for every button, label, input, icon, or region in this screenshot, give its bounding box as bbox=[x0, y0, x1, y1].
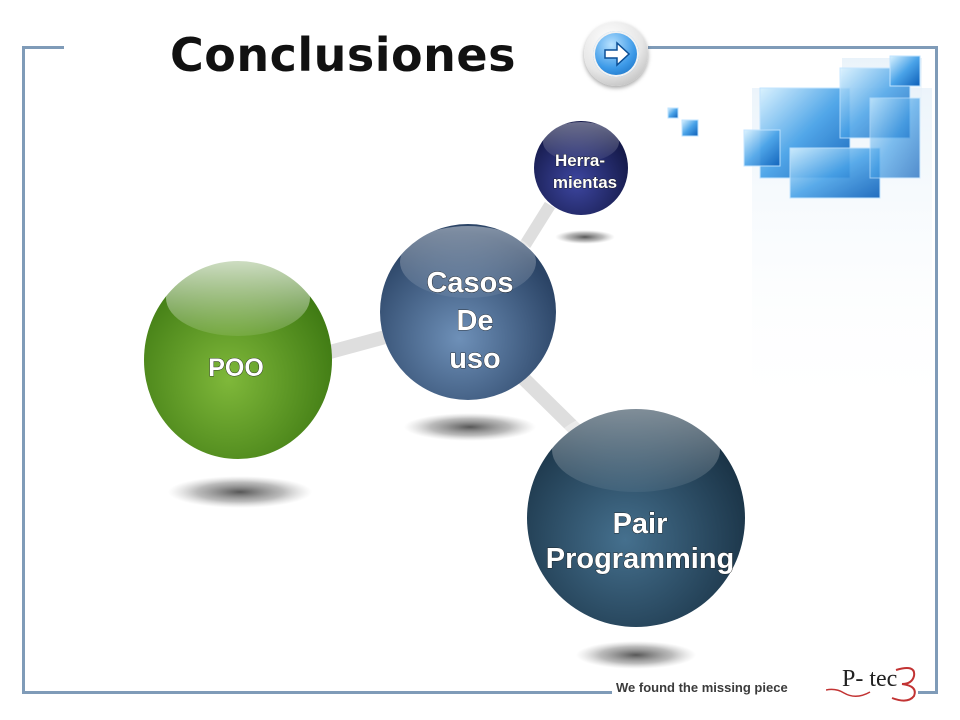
bubble-herramientas[interactable]: Herra- mientas bbox=[534, 121, 628, 215]
decorative-cubes bbox=[667, 55, 932, 428]
frame-bottom bbox=[22, 691, 612, 694]
page-title: Conclusiones bbox=[170, 28, 516, 82]
frame-bottom-right bbox=[918, 691, 938, 694]
poo-shadow bbox=[168, 476, 312, 508]
p-tec-logo: P- tec bbox=[826, 666, 916, 702]
bubble-poo-label-1: POO bbox=[208, 354, 264, 382]
bubble-poo[interactable]: POO bbox=[144, 260, 332, 459]
footer-tagline: We found the missing piece bbox=[616, 680, 788, 695]
casos-shadow bbox=[404, 413, 536, 441]
frame-left bbox=[22, 46, 25, 694]
bubble-casos-label-3: uso bbox=[449, 343, 501, 375]
bubble-pair-programming[interactable]: Pair Programming bbox=[527, 408, 745, 627]
pair-shadow bbox=[576, 641, 696, 669]
frame-top-left bbox=[22, 46, 64, 49]
bubble-casos-de-uso[interactable]: Casos De uso bbox=[380, 224, 556, 400]
bubble-herramientas-label-2: mientas bbox=[553, 173, 617, 192]
frame-right bbox=[935, 46, 938, 694]
logo-text: P- tec bbox=[842, 666, 897, 692]
herramientas-shadow bbox=[555, 230, 615, 244]
frame-top-right bbox=[648, 46, 938, 49]
next-slide-button[interactable] bbox=[584, 22, 648, 86]
bubble-casos-label-1: Casos bbox=[426, 267, 513, 299]
bubble-pair-label-2: Programming bbox=[546, 543, 735, 575]
bubble-herramientas-label-1: Herra- bbox=[555, 151, 605, 170]
arrow-right-glyph bbox=[604, 41, 631, 67]
bubble-casos-label-2: De bbox=[456, 305, 493, 337]
bubble-pair-label-1: Pair bbox=[613, 508, 668, 540]
